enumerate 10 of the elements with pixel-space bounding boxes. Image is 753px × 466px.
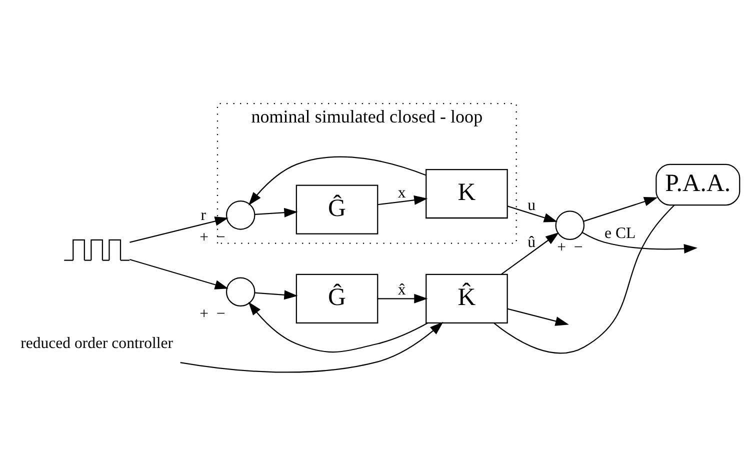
edge-label: x <box>398 184 406 201</box>
edge-label: u <box>528 196 536 214</box>
node-label: + − <box>557 238 583 256</box>
node-label: + − <box>200 305 226 322</box>
node-label: + − <box>200 228 226 246</box>
edge-label: x̂ <box>398 280 406 298</box>
edge-label: û <box>528 233 536 250</box>
edge-label: e CL <box>604 224 636 242</box>
edge-label: r <box>200 206 206 224</box>
node-text: reduced order controller <box>20 334 173 352</box>
